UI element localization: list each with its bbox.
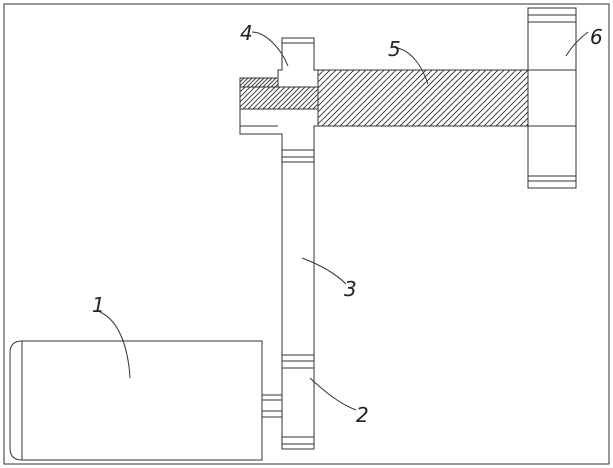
- leader-line-4: [251, 31, 289, 67]
- label-part-3: 3: [344, 277, 357, 301]
- leader-line-2: [309, 377, 357, 411]
- leader-line-6: [565, 31, 589, 57]
- motor-shaft: [261, 394, 283, 418]
- label-part-2: 2: [356, 403, 369, 427]
- label-part-5: 5: [388, 37, 401, 61]
- drawing-border: [3, 3, 610, 465]
- lower-pulley: [281, 354, 315, 450]
- shaft-nut: [239, 77, 279, 88]
- label-part-4: 4: [240, 21, 253, 45]
- motor-body: [9, 340, 263, 461]
- label-part-1: 1: [92, 293, 105, 317]
- belt-link: [281, 135, 315, 355]
- leader-line-3: [301, 257, 347, 285]
- leader-line-5: [397, 47, 429, 85]
- leader-line-1: [99, 311, 131, 379]
- end-wheel: [527, 7, 577, 189]
- drive-shaft: [239, 86, 319, 110]
- label-part-6: 6: [590, 25, 603, 49]
